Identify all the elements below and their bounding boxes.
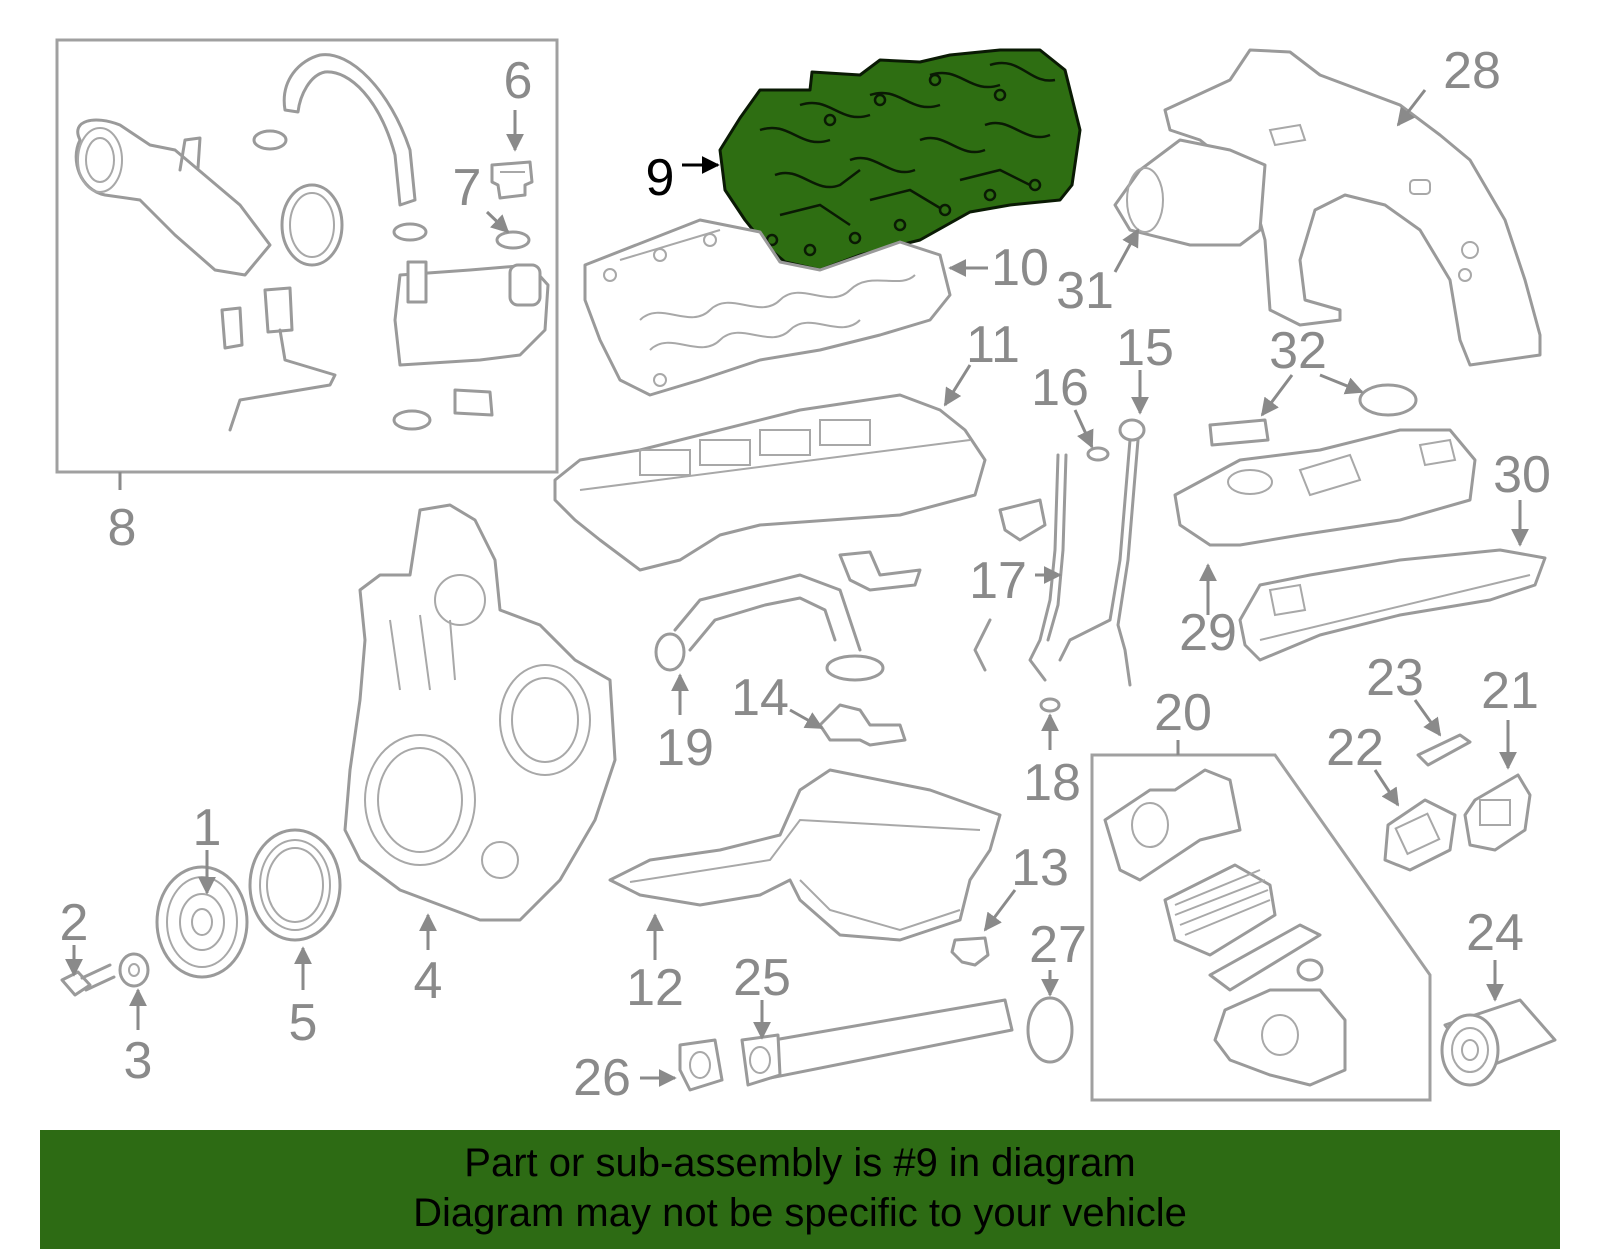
part-5-seal bbox=[248, 828, 342, 942]
part-8-components bbox=[74, 53, 550, 432]
callout-10: 10 bbox=[991, 239, 1049, 297]
callout-9: 9 bbox=[646, 149, 675, 207]
part-1-balancer bbox=[155, 865, 249, 979]
callout-16: 16 bbox=[1031, 359, 1089, 417]
part-12-oil-pan bbox=[608, 768, 1002, 942]
part-6 bbox=[490, 160, 534, 200]
part-3-washer bbox=[118, 952, 150, 988]
part-4-front-cover bbox=[343, 503, 617, 922]
callout-28: 28 bbox=[1443, 42, 1501, 100]
callout-31: 31 bbox=[1056, 262, 1114, 320]
part-9-intake-manifold bbox=[718, 48, 1082, 272]
callout-29: 29 bbox=[1179, 604, 1237, 662]
part-27-oring bbox=[1026, 996, 1074, 1064]
part-20-components bbox=[1103, 768, 1347, 1087]
callout-22: 22 bbox=[1326, 719, 1384, 777]
parts-diagram: 1 2 3 4 5 6 7 8 9 10 11 12 13 14 15 16 1… bbox=[55, 38, 1557, 1107]
callout-20: 20 bbox=[1154, 684, 1212, 742]
callout-12: 12 bbox=[626, 959, 684, 1017]
callout-15: 15 bbox=[1116, 319, 1174, 377]
callout-19: 19 bbox=[656, 719, 714, 777]
part-24-oil-filter bbox=[1440, 998, 1557, 1087]
callout-32: 32 bbox=[1269, 322, 1327, 380]
part-7 bbox=[495, 230, 531, 250]
part-13-plug bbox=[950, 936, 990, 967]
part-29 bbox=[1173, 428, 1477, 547]
callout-13: 13 bbox=[1011, 839, 1069, 897]
callout-8: 8 bbox=[108, 499, 137, 557]
callout-26: 26 bbox=[573, 1049, 631, 1107]
callout-21: 21 bbox=[1481, 662, 1539, 720]
group-box-20 bbox=[1090, 753, 1432, 1102]
part-21 bbox=[1463, 773, 1532, 852]
part-11 bbox=[553, 393, 987, 572]
callout-7: 7 bbox=[453, 159, 482, 217]
part-28-intake bbox=[1163, 48, 1542, 367]
callout-3: 3 bbox=[124, 1032, 153, 1090]
info-banner: Part or sub-assembly is #9 in diagram Di… bbox=[40, 1130, 1560, 1249]
callout-25: 25 bbox=[733, 949, 791, 1007]
callout-24: 24 bbox=[1466, 904, 1524, 962]
callout-6: 6 bbox=[504, 52, 533, 110]
callout-4: 4 bbox=[414, 952, 443, 1010]
group-box-8 bbox=[55, 38, 559, 474]
callout-11: 11 bbox=[966, 316, 1020, 374]
banner-line-1: Part or sub-assembly is #9 in diagram bbox=[464, 1141, 1136, 1185]
part-25-pipe bbox=[740, 998, 1014, 1087]
callout-5: 5 bbox=[289, 994, 318, 1052]
callout-23: 23 bbox=[1366, 649, 1424, 707]
part-16-oring bbox=[1086, 446, 1110, 462]
callout-17: 17 bbox=[969, 552, 1027, 610]
part-10 bbox=[583, 218, 952, 397]
part-2-bolt bbox=[60, 963, 116, 997]
callout-14: 14 bbox=[731, 669, 789, 727]
part-30 bbox=[1238, 548, 1547, 662]
part-31 bbox=[1113, 138, 1267, 247]
part-23 bbox=[1416, 733, 1472, 767]
part-26-gasket bbox=[678, 1038, 724, 1092]
callout-labels: 1 2 3 4 5 6 7 8 9 10 11 12 13 14 15 16 1… bbox=[60, 42, 1551, 1107]
part-18-oring bbox=[1039, 697, 1061, 713]
callout-27: 27 bbox=[1029, 916, 1087, 974]
callout-1: 1 bbox=[193, 799, 222, 857]
part-14-sensor bbox=[818, 703, 907, 747]
banner-line-2: Diagram may not be specific to your vehi… bbox=[413, 1191, 1187, 1235]
part-19-pickup-tube bbox=[654, 550, 922, 682]
part-22 bbox=[1383, 798, 1457, 872]
callout-30: 30 bbox=[1493, 446, 1551, 504]
part-32-gaskets bbox=[1208, 383, 1418, 447]
part-15-dipstick bbox=[1058, 418, 1146, 687]
callout-2: 2 bbox=[60, 894, 89, 952]
leader-lines bbox=[65, 89, 1529, 1087]
callout-18: 18 bbox=[1023, 754, 1081, 812]
